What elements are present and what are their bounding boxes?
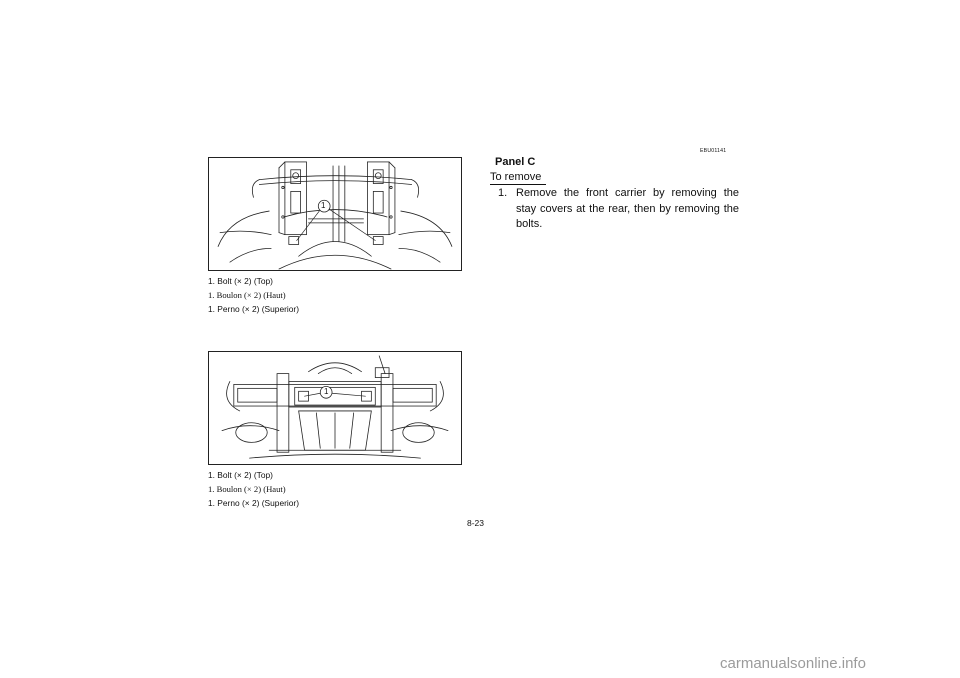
caption-en-top: 1. Bolt (× 2) (Top) <box>208 276 273 286</box>
page-number: 8-23 <box>467 518 485 528</box>
section-subtitle: To remove <box>490 171 542 183</box>
carrier-top-illustration <box>217 161 453 270</box>
carrier-front-illustration <box>221 355 449 459</box>
callout-number-bottom: 1 <box>324 387 329 396</box>
watermark: carmanualsonline.info <box>720 655 866 672</box>
section-code: EBU01141 <box>700 148 727 154</box>
caption-en-bottom: 1. Bolt (× 2) (Top) <box>208 470 273 480</box>
caption-fr-bottom: 1. Boulon (× 2) (Haut) <box>208 484 286 494</box>
callout-number-top: 1 <box>321 201 326 210</box>
caption-es-bottom: 1. Perno (× 2) (Superior) <box>208 498 300 508</box>
procedure-step: 1. Remove the front carrier by removing … <box>498 186 739 233</box>
section-title: Panel C <box>495 156 536 168</box>
step-text: Remove the front carrier by removing the… <box>516 187 739 230</box>
figure-front-carrier-top <box>208 157 462 271</box>
subtitle-underline <box>490 184 546 185</box>
caption-es-top: 1. Perno (× 2) (Superior) <box>208 304 300 314</box>
figure-front-carrier-bottom <box>208 351 462 465</box>
step-number: 1. <box>498 187 508 199</box>
caption-fr-top: 1. Boulon (× 2) (Haut) <box>208 290 286 300</box>
